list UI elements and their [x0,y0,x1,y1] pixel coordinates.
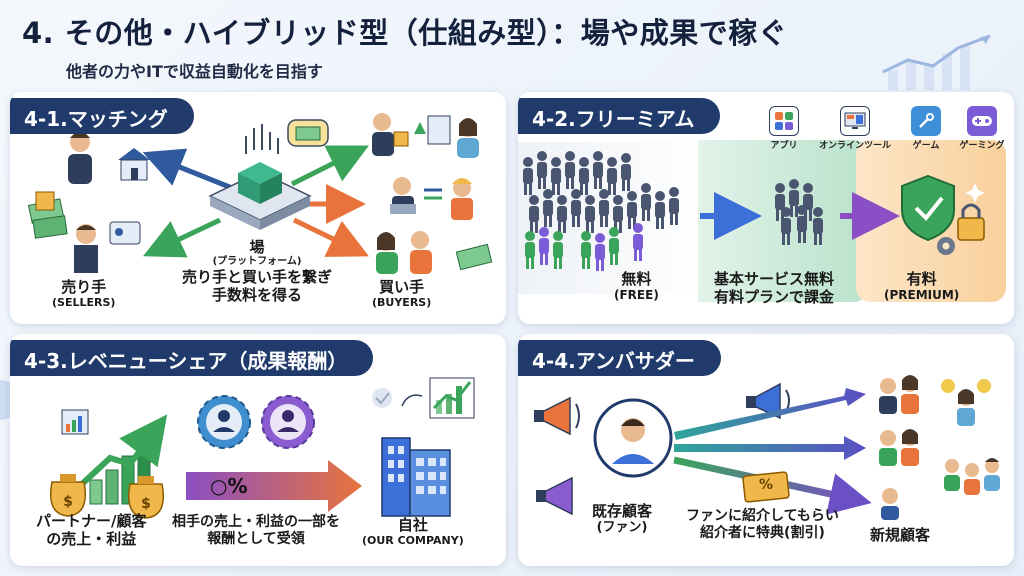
ambassador-tag: 4-4.アンバサダー [518,340,721,376]
freemium-diagram [523,151,985,271]
buyers-label: 買い手 (BUYERS) [372,278,432,309]
gaming-icon [967,106,997,136]
background-chart-icon [882,34,991,90]
page-subtitle: 他者の力やITで収益自動化を目指す [66,62,323,81]
sellers-label: 売り手 (SELLERS) [52,278,116,309]
revenue-share-panel: 4-3.レベニューシェア（成果報酬） $ $ [10,334,506,566]
freemium-tag: 4-2.フリーミアム [518,98,721,134]
percent-label: ○% [210,474,248,498]
premium-label: 有料 (PREMIUM) [884,270,960,302]
online-tool-icon [840,106,870,136]
revenue-share-diagram: $ $ [50,377,475,519]
freemium-middle-label: 基本サービス無料 有料プランで課金 [714,270,835,306]
freemium-panel: 4-2.フリーミアム アプリ オンラインツール ゲーム ゲーミング [518,92,1014,324]
ambassador-panel: 4-4.アンバサダー [518,334,1014,566]
ambassador-diagram [534,375,1000,520]
svg-text:$: $ [63,494,73,510]
partner-label: パートナー/顧客 の売上・利益 [36,512,147,548]
matching-panel: 4-1.マッチング [10,92,506,324]
revenue-share-tag: 4-3.レベニューシェア（成果報酬） [10,340,374,376]
platform-label: 場 (プラットフォーム) 売り手と買い手を繋ぎ 手数料を得る [181,238,332,304]
game-icon [911,106,941,136]
megaphone-icon [534,396,580,436]
revenue-share-desc: 相手の売上・利益の一部を 報酬として受領 [172,514,340,547]
svg-text:$: $ [141,496,151,512]
matching-tag: 4-1.マッチング [10,98,194,134]
intro-label: ファンに紹介してもらい 紹介者に特典(割引) [686,508,839,541]
new-customer-label: 新規顧客 [870,526,931,544]
app-icon [769,106,799,136]
freemium-app-icons: アプリ オンラインツール ゲーム ゲーミング [760,106,1006,151]
coupon-label: % [759,477,774,493]
free-label: 無料 (FREE) [614,270,659,302]
fan-label: 既存顧客 (ファン) [592,502,653,535]
company-label: 自社 (OUR COMPANY) [362,516,464,547]
page-title: 4. その他・ハイブリッド型（仕組み型）：場や成果で稼ぐ [22,16,788,50]
matching-diagram [27,113,493,274]
